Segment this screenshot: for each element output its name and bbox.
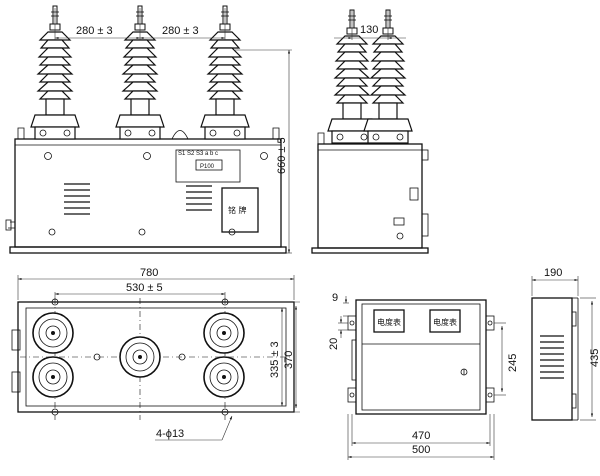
holes-label: 4-ϕ13: [156, 428, 184, 440]
height-dim: 660 ± 5: [276, 137, 288, 174]
meter-label-left: 电度表: [377, 317, 401, 327]
side-transformer-body: [311, 9, 429, 254]
overall-depth-label: 370: [283, 351, 295, 369]
front-transformer-body: [5, 5, 287, 254]
plan-bushings: [32, 312, 245, 398]
mount-depth-label: 335 ± 3: [269, 341, 281, 378]
offset-side-label: 20: [328, 338, 340, 350]
nameplate-label: 铭 牌: [228, 205, 247, 215]
plan-depth-dims: [230, 301, 300, 413]
meter-box-front-dims: [338, 296, 506, 460]
meter-label-right: 电度表: [433, 317, 457, 327]
meter-box-side-dims: [531, 276, 596, 421]
overall-width-label: 780: [140, 267, 158, 279]
front-pitch-dims: [54, 8, 226, 40]
side-height-label: 435: [589, 349, 600, 367]
front-height-dim: [235, 49, 292, 254]
pitch-right-dim: 280 ± 3: [162, 25, 199, 37]
mount-height-label: 245: [507, 354, 519, 372]
overall-width-dim: [17, 275, 295, 300]
side-depth-label: 190: [544, 267, 562, 279]
terminal-labels: S1 S2 S3 a b c: [178, 151, 218, 157]
plan-view: 780 530 ± 5 335 ± 3 370 4-ϕ13: [11, 267, 300, 441]
inner-width-label: 470: [412, 430, 430, 442]
mount-spacing-dim: [54, 292, 226, 300]
side-view: 130: [311, 9, 429, 254]
mount-spacing-label: 530 ± 5: [126, 282, 163, 294]
pitch-left-dim: 280 ± 3: [76, 25, 113, 37]
side-spacing-dim: [334, 10, 406, 40]
meter-box-side: [531, 297, 579, 421]
meter-box-front: [347, 299, 495, 415]
front-view: S1 S2 S3 a b c P100 铭 牌 280 ± 3 280 ± 3 …: [5, 5, 292, 254]
offset-top-label: 9: [332, 292, 338, 304]
tag-label: P100: [200, 164, 215, 170]
box-width-label: 500: [412, 444, 430, 456]
side-spacing-label: 130: [360, 24, 378, 36]
